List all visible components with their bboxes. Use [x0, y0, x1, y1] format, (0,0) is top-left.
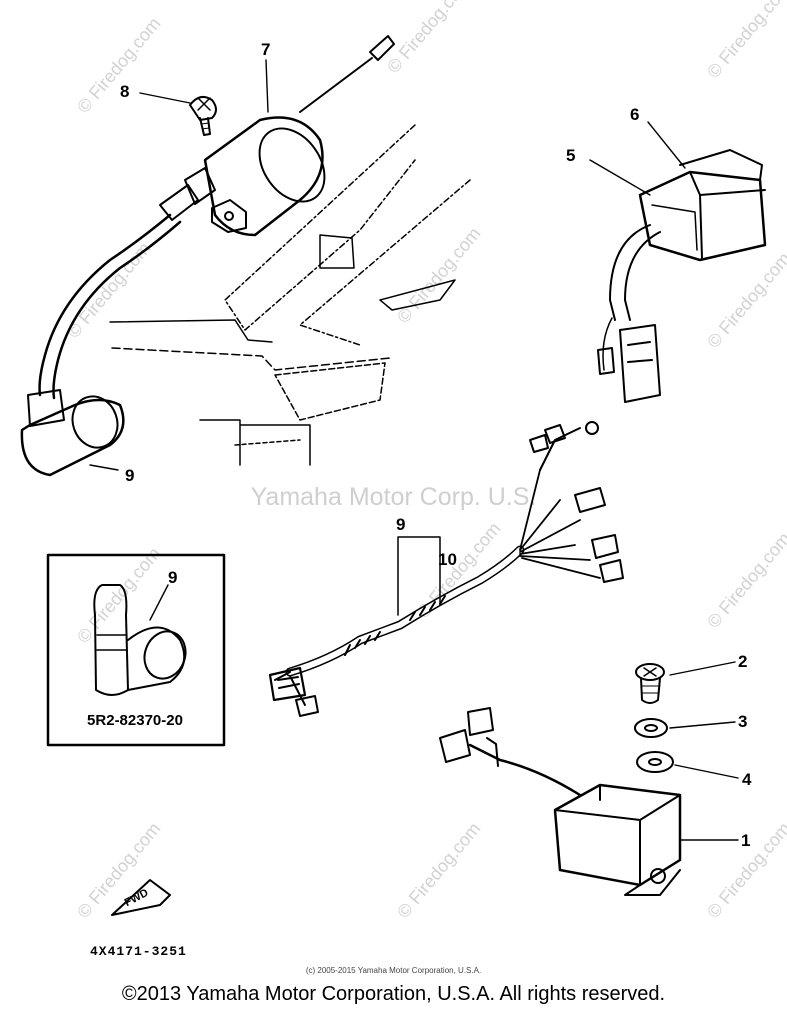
- washer-4: [636, 751, 674, 773]
- callout-7: 7: [261, 40, 271, 59]
- wire-harness: [268, 421, 624, 717]
- callout-1: 1: [741, 831, 751, 850]
- inset-box: [46, 553, 226, 747]
- small-copyright: (c) 2005-2015 Yamaha Motor Corporation, …: [305, 966, 482, 975]
- callout-4: 4: [742, 770, 752, 789]
- callout-8: 8: [120, 82, 130, 101]
- drawing-number: 4X4171-3251: [90, 944, 187, 959]
- callout-9-inset: 9: [168, 568, 178, 587]
- lock-washer-3: [634, 718, 668, 738]
- frame-bracket: [109, 124, 471, 466]
- callout-10: 9: [396, 515, 406, 534]
- leader-lines: [89, 59, 739, 841]
- bolt-2: [635, 663, 665, 704]
- callout-5: 5: [566, 146, 576, 165]
- inset-part-number: 5R2-82370-20: [87, 712, 183, 729]
- rectifier-regulator: [597, 149, 767, 403]
- screw-8: [189, 95, 217, 136]
- callout-9: 9: [125, 466, 135, 485]
- callout-6: 6: [630, 105, 640, 124]
- callout-3: 3: [738, 712, 748, 731]
- callout-11: 10: [438, 550, 457, 569]
- ignition-coil: [20, 35, 395, 477]
- copyright-footer: ©2013 Yamaha Motor Corporation, U.S.A. A…: [121, 983, 666, 1005]
- watermark-center: Yamaha Motor Corp. U.S.: [250, 483, 537, 511]
- cdi-unit: [439, 707, 682, 896]
- callout-2: 2: [738, 652, 748, 671]
- fwd-arrow: [111, 879, 171, 916]
